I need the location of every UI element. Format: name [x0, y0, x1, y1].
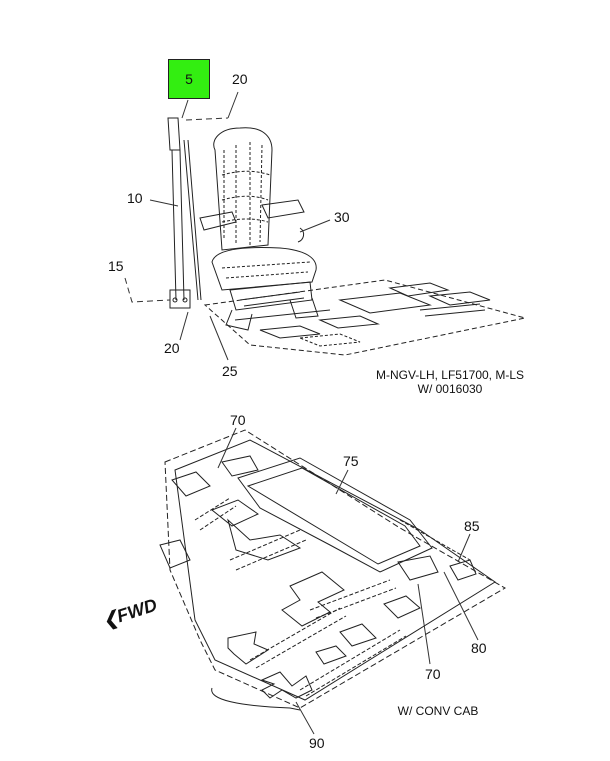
cab-floor-outline	[164, 429, 506, 709]
callout-85[interactable]: 85	[464, 518, 480, 534]
callout-90[interactable]: 90	[309, 735, 325, 751]
callout-10[interactable]: 10	[127, 190, 143, 206]
lower-caption: W/ CONV CAB	[397, 704, 479, 718]
cab-floor-body	[159, 439, 496, 701]
seat-belt-assembly	[167, 99, 202, 309]
callout-70-top[interactable]: 70	[230, 412, 246, 428]
callout-20-bottom[interactable]: 20	[164, 340, 180, 356]
callout-70-bottom[interactable]: 70	[425, 666, 441, 682]
floor-plate-upper-detail	[234, 282, 491, 347]
highlight-part-label: 5	[185, 71, 193, 87]
upper-leader-lines	[124, 91, 331, 361]
driver-seat	[199, 127, 319, 331]
callout-75[interactable]: 75	[343, 453, 359, 469]
callout-20-top[interactable]: 20	[232, 71, 248, 87]
floor-plate-upper	[203, 279, 526, 356]
callout-15[interactable]: 15	[108, 258, 124, 274]
cab-floor-ribs	[194, 497, 471, 697]
callout-30[interactable]: 30	[334, 209, 350, 225]
upper-caption: M-NGV-LH, LF51700, M-LS W/ 0016030	[360, 368, 540, 396]
highlight-part-5[interactable]: 5	[168, 59, 210, 99]
upper-caption-line2: W/ 0016030	[417, 382, 483, 396]
lower-leader-lines	[217, 427, 479, 735]
callout-25[interactable]: 25	[222, 363, 238, 379]
upper-caption-line1: M-NGV-LH, LF51700, M-LS	[375, 368, 525, 382]
callout-80[interactable]: 80	[471, 640, 487, 656]
wire-90	[211, 687, 301, 711]
